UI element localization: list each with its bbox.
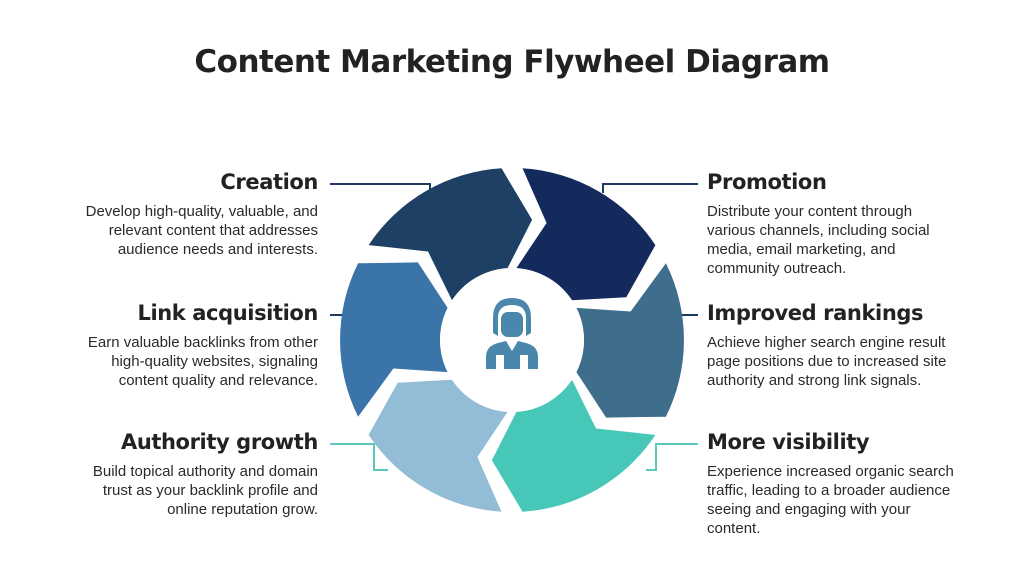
step-improved-rankings: Improved rankings Achieve higher search … (707, 301, 957, 390)
segment-creation (368, 168, 533, 301)
step-heading: Improved rankings (707, 301, 924, 325)
step-description: Experience increased organic search traf… (707, 463, 954, 537)
connector-promotion (602, 183, 698, 193)
segment-more-visibility (491, 379, 656, 512)
step-heading: More visibility (707, 430, 870, 454)
step-heading: Authority growth (120, 430, 318, 454)
segment-promotion (516, 168, 656, 301)
step-description: Build topical authority and domain trust… (92, 463, 318, 518)
connector-authority-growth (330, 443, 388, 471)
step-description: Develop high-quality, valuable, and rele… (85, 203, 318, 258)
person-icon (486, 298, 538, 369)
segment-link-acquisition (340, 262, 448, 417)
page-title: Content Marketing Flywheel Diagram (194, 44, 830, 80)
step-authority-growth: Authority growth Build topical authority… (68, 430, 319, 519)
step-promotion: Promotion Distribute your content throug… (707, 170, 957, 278)
segment-authority-growth (368, 379, 508, 512)
segment-improved-rankings (576, 263, 684, 418)
connector-more-visibility (646, 443, 698, 471)
center-hub (440, 268, 584, 412)
connector-creation (330, 183, 431, 193)
step-heading: Promotion (707, 170, 827, 194)
step-creation: Creation Develop high-quality, valuable,… (68, 170, 319, 259)
step-description: Earn valuable backlinks from other high-… (87, 334, 318, 389)
step-link-acquisition: Link acquisition Earn valuable backlinks… (68, 301, 319, 390)
step-description: Distribute your content through various … (707, 203, 930, 277)
step-description: Achieve higher search engine result page… (707, 334, 947, 389)
step-heading: Link acquisition (137, 301, 318, 325)
step-more-visibility: More visibility Experience increased org… (707, 430, 957, 538)
step-heading: Creation (220, 170, 318, 194)
